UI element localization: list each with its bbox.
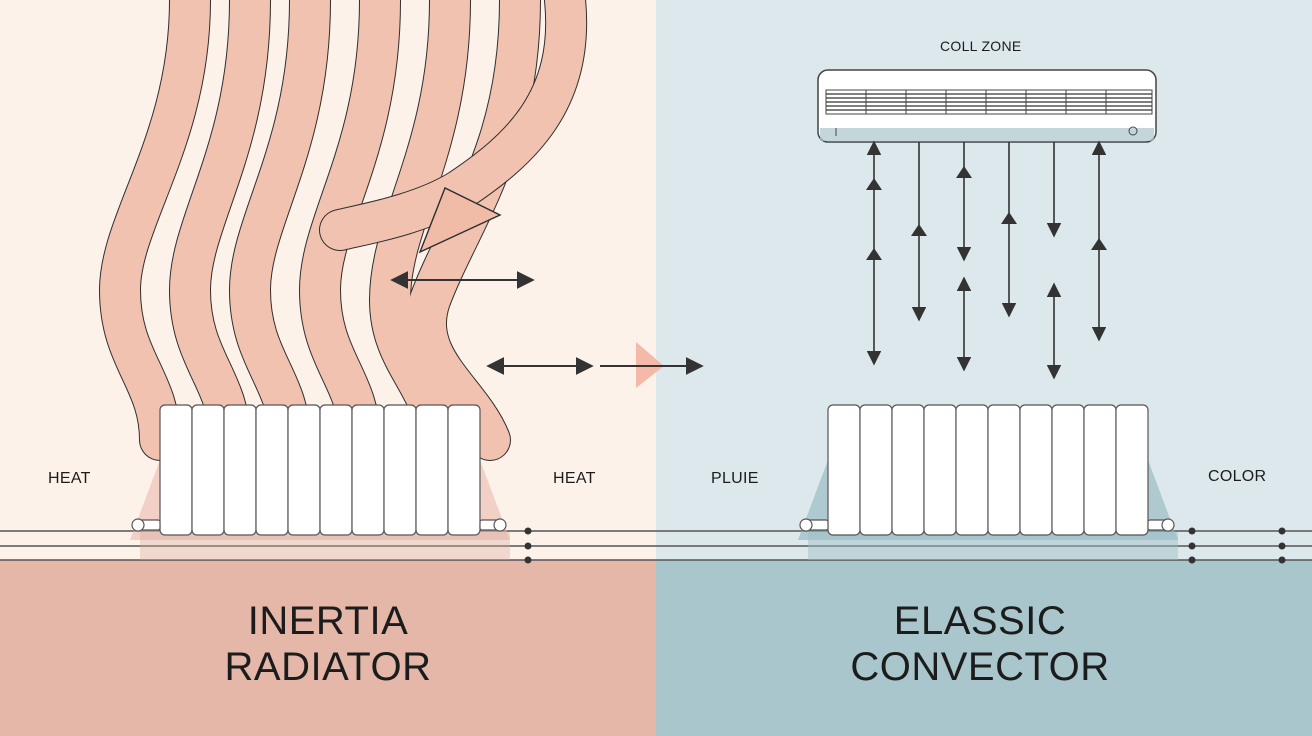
- heat-label-left: HEAT: [48, 470, 91, 487]
- pluie-label: PLUIE: [711, 470, 759, 487]
- left-title: INERTIA RADIATOR: [178, 598, 478, 690]
- radiator-icon: [130, 404, 510, 560]
- right-title: ELASSIC CONVECTOR: [830, 598, 1130, 690]
- right-title-line1: ELASSIC: [893, 599, 1067, 643]
- cool-zone-label: COLL ZONE: [940, 38, 1022, 54]
- air-conditioner-icon: [817, 69, 1157, 143]
- color-label: COLOR: [1208, 468, 1267, 485]
- right-title-line2: CONVECTOR: [850, 645, 1110, 689]
- heat-label-right: HEAT: [553, 470, 596, 487]
- pipe-connectors: [524, 527, 1286, 564]
- left-floor: [0, 560, 656, 736]
- arrow-mid-heads: [866, 166, 1107, 260]
- flow-direction-arrowhead: [418, 187, 502, 254]
- left-title-line2: RADIATOR: [224, 645, 432, 689]
- right-floor: [656, 560, 1312, 736]
- convector-icon: [798, 404, 1178, 560]
- left-title-line1: INERTIA: [247, 599, 409, 643]
